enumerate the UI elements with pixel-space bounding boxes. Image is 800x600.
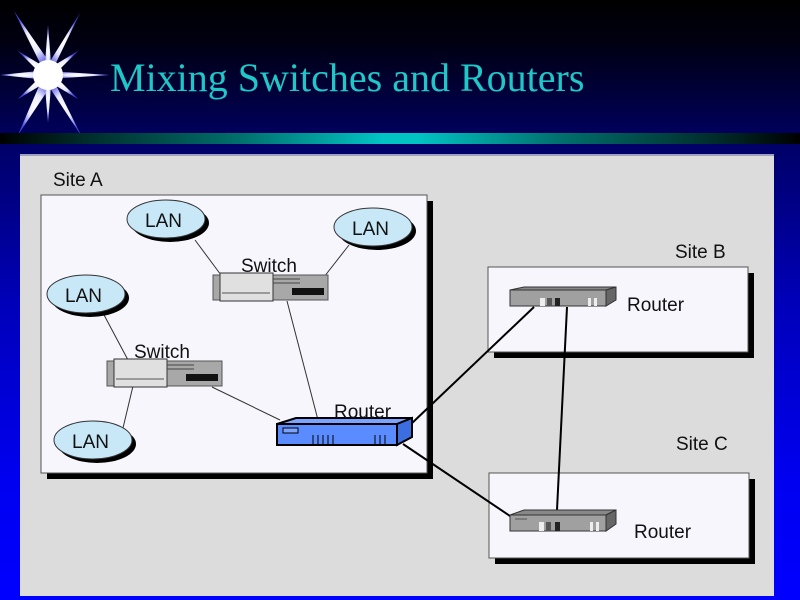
svg-text:LAN: LAN — [65, 286, 102, 307]
site-b-box — [487, 266, 754, 358]
switch-top-label: Switch — [241, 256, 297, 277]
lan-bottom: LAN — [53, 420, 136, 463]
router-site-b-label: Router — [627, 295, 685, 316]
link-router-b-router-c — [556, 306, 568, 511]
title-divider — [0, 133, 800, 144]
link-lan-right-switch — [323, 244, 350, 278]
site-b-label: Site B — [675, 242, 726, 263]
link-switch-router — [286, 300, 319, 421]
switch-bottom-icon — [106, 358, 223, 388]
site-a-links — [102, 239, 350, 429]
link-lan-left-switch — [102, 312, 129, 361]
switch-top-icon — [212, 272, 329, 302]
wan-links — [402, 306, 568, 517]
link-router-a-router-b — [409, 306, 535, 426]
star-logo-icon — [0, 0, 120, 155]
site-c-box — [488, 472, 755, 564]
switch-bottom-label: Switch — [134, 342, 190, 363]
router-site-a-label: Router — [334, 402, 392, 423]
svg-text:LAN: LAN — [72, 432, 109, 453]
link-switch2-router — [211, 386, 281, 421]
router-site-c-icon — [509, 509, 617, 532]
link-switch-lan-bottom — [122, 385, 134, 429]
router-site-a-icon — [276, 416, 413, 447]
site-a-label: Site A — [53, 170, 103, 191]
site-c-label: Site C — [676, 434, 728, 455]
lan-right: LAN — [333, 207, 416, 250]
link-lan-top-switch — [194, 239, 222, 276]
svg-text:LAN: LAN — [145, 211, 182, 232]
slide-title: Mixing Switches and Routers — [110, 55, 585, 100]
lan-left: LAN — [46, 274, 129, 317]
router-site-b-icon — [509, 286, 617, 307]
lan-top: LAN — [126, 199, 209, 242]
link-router-a-router-c — [402, 443, 511, 517]
router-site-c-label: Router — [634, 522, 692, 543]
svg-text:LAN: LAN — [352, 219, 389, 240]
